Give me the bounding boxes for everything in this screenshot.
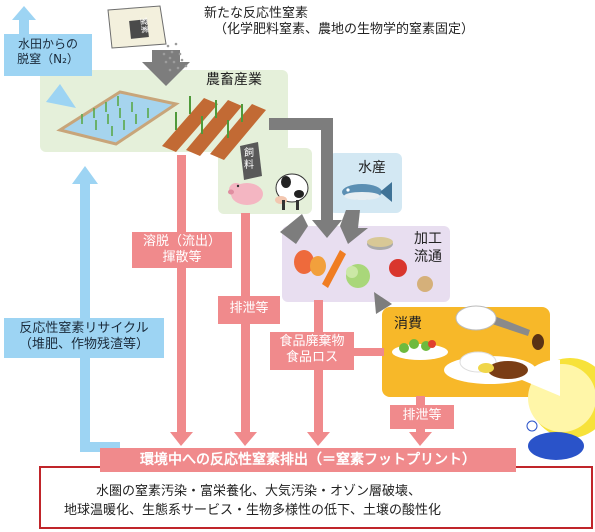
- impacts-box-border: [39, 466, 593, 529]
- gray-arrows: [142, 50, 392, 314]
- spoon-icon: [455, 305, 544, 350]
- impacts-line2: 地球温暖化、生態系サービス・生物多様性の低下、土壌の酸性化: [64, 503, 442, 518]
- paddy-denitrification-line1: 水田からの: [17, 37, 78, 51]
- leaching-line2: 揮散等: [162, 250, 202, 265]
- excretion-livestock-label: 排泄等: [218, 296, 280, 324]
- cow-icon: [275, 173, 309, 210]
- new-nitrogen-title: 新たな反応性窒素: [204, 6, 309, 21]
- fertilizer-bag-label: 窒素: [138, 17, 150, 34]
- food-waste-label: 食品廃棄物 食品ロス: [270, 332, 354, 370]
- recycle-line2: （堆肥、作物残渣等）: [18, 337, 149, 352]
- fisheries-panel: [329, 153, 402, 213]
- paddy-denitrification-label: 水田からの 脱窒（N₂）: [4, 34, 92, 76]
- excretion-human-label: 排泄等: [390, 405, 454, 429]
- new-nitrogen-subtitle: （化学肥料窒素、農地の生物学的窒素固定）: [214, 22, 475, 37]
- food-waste-line2: 食品ロス: [285, 350, 338, 365]
- impacts-line1: 水圏の窒素汚染・富栄養化、大気汚染・オゾン層破壊、: [96, 484, 422, 499]
- leaching-line1: 溶脱（流出）: [142, 234, 221, 249]
- paddy-denitrification-line2: 脱窒（N₂）: [17, 52, 79, 66]
- feed-label: 飼料: [244, 148, 254, 171]
- livestock-agriculture-label: 農畜産業: [206, 72, 262, 88]
- mascot-character: [522, 358, 595, 460]
- leaching-label: 溶脱（流出） 揮散等: [132, 232, 232, 268]
- pig-icon: [228, 183, 263, 205]
- meal-icon: [392, 339, 536, 384]
- processing-label-line2: 流通: [414, 249, 442, 265]
- processed-foods-icon: [294, 237, 433, 292]
- recycle-line1: 反応性窒素リサイクル: [19, 321, 149, 336]
- emission-title: 環境中への反応性窒素排出（＝窒素フットプリント）: [100, 448, 516, 472]
- blue-arrows: [12, 6, 120, 452]
- fish-icon: [342, 182, 392, 202]
- fertilizer-bag: [107, 5, 188, 72]
- food-waste-line1: 食品廃棄物: [279, 334, 345, 349]
- crop-field: [162, 96, 266, 160]
- recycle-label: 反応性窒素リサイクル （堆肥、作物残渣等）: [4, 318, 164, 358]
- processing-label-line1: 加工: [414, 231, 442, 247]
- feed-bag: [240, 142, 262, 180]
- paddy-field: [56, 90, 180, 146]
- consumption-label: 消費: [394, 316, 422, 332]
- fisheries-label: 水産: [358, 160, 386, 176]
